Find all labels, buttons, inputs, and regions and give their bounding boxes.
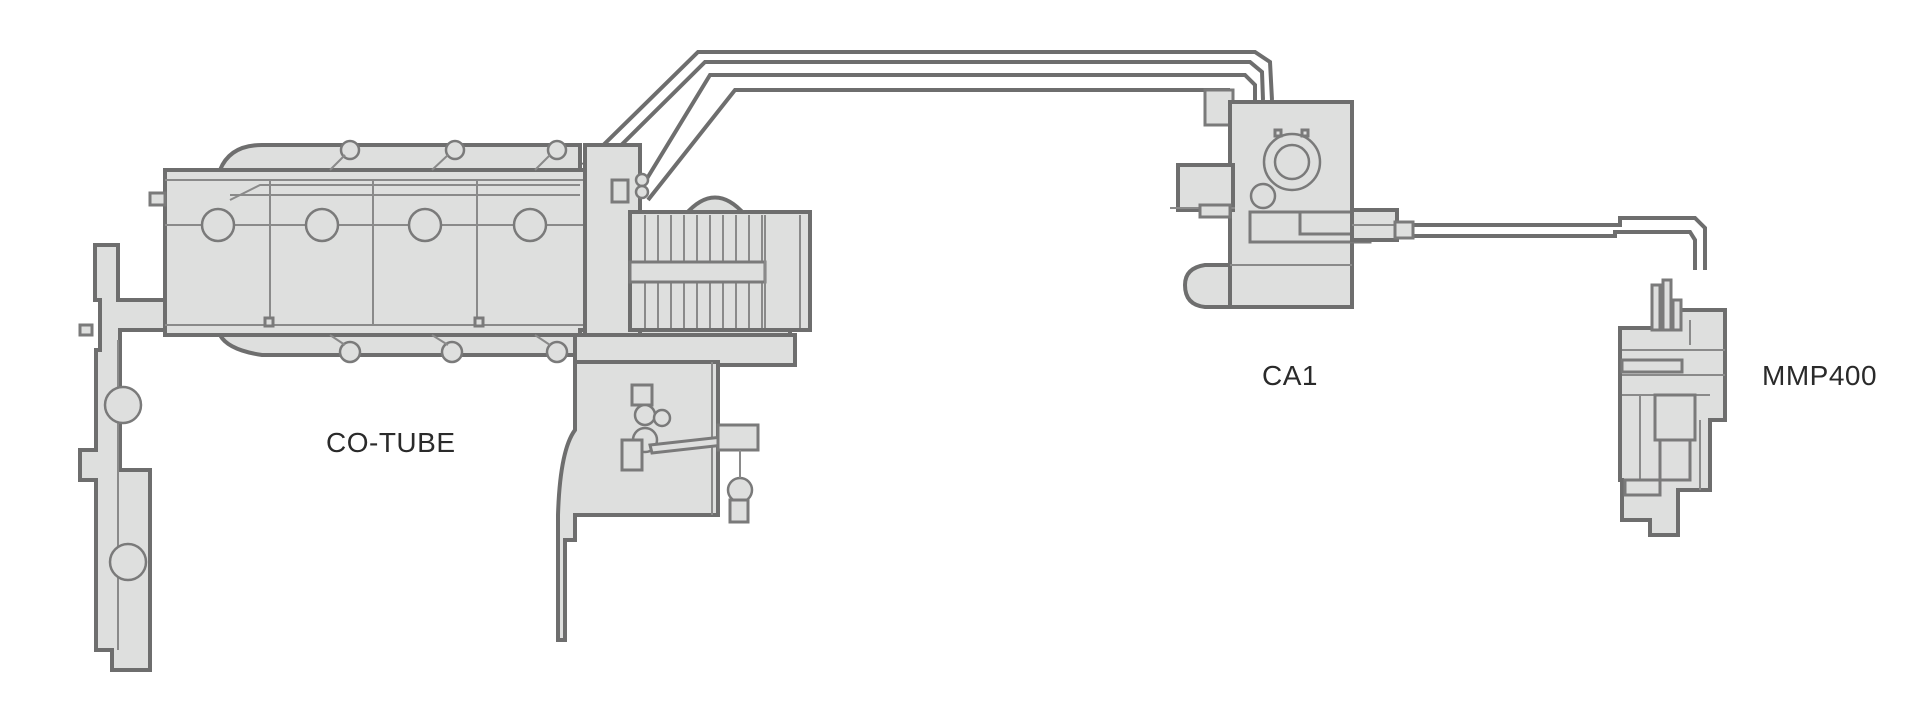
co-tube-top-hump bbox=[217, 143, 582, 172]
ca1-label: CA1 bbox=[1262, 360, 1318, 391]
co-tube-left-column bbox=[78, 243, 167, 672]
ca1-left-box bbox=[1176, 163, 1235, 212]
co-tube-unit bbox=[78, 139, 812, 672]
ca1-bottom-dome bbox=[1182, 263, 1232, 309]
co-tube-label: CO-TUBE bbox=[326, 427, 456, 458]
connecting-pipes bbox=[581, 50, 1707, 270]
mmp400-label: MMP400 bbox=[1762, 360, 1877, 391]
ca1-main-housing bbox=[1228, 100, 1354, 309]
mmp400-unit bbox=[1618, 278, 1727, 537]
co-tube-lower-cabinet bbox=[556, 360, 720, 642]
ca1-unit bbox=[1170, 88, 1415, 309]
co-tube-valve-assembly bbox=[620, 383, 760, 524]
